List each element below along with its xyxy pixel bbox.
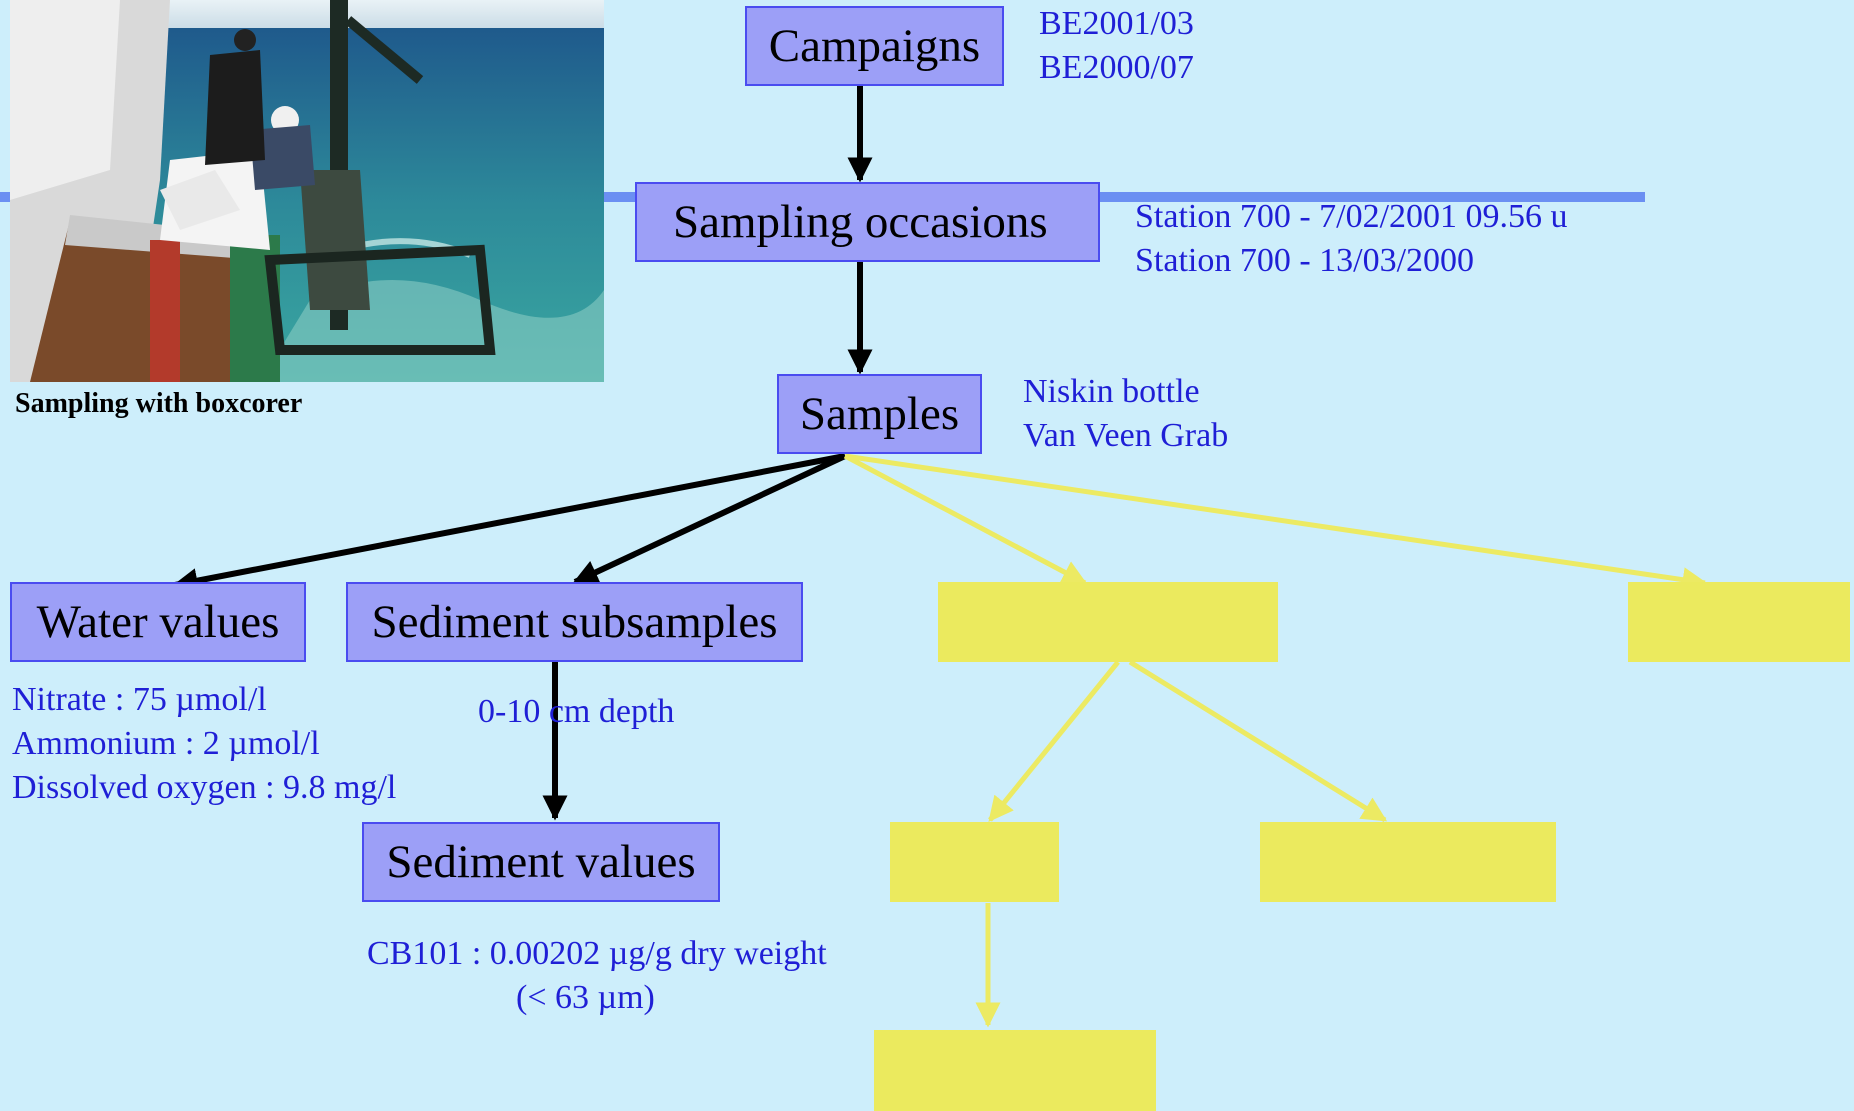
samples-notes: Niskin bottle Van Veen Grab	[1023, 370, 1228, 458]
sediment-values-notes: CB101 : 0.00202 µg/g dry weight (< 63 µm…	[367, 932, 827, 1020]
arrow-samples-to-placeholder-a	[843, 453, 1088, 586]
sediment-subsamples-box: Sediment subsamples	[346, 582, 803, 662]
sample-type-item: Niskin bottle	[1023, 373, 1200, 410]
water-value-item: Dissolved oxygen : 9.8 mg/l	[12, 769, 397, 806]
sediment-value-item: (< 63 µm)	[516, 979, 655, 1016]
subsample-depth-note: 0-10 cm depth	[478, 693, 675, 730]
campaign-item: BE2001/03	[1039, 5, 1194, 42]
sample-type-item: Van Veen Grab	[1023, 417, 1229, 454]
campaigns-notes: BE2001/03 BE2000/07	[1039, 2, 1194, 90]
placeholder-box-a	[938, 582, 1278, 662]
placeholder-box-c	[890, 822, 1059, 902]
sampling-occasions-notes: Station 700 - 7/02/2001 09.56 u Station …	[1135, 195, 1568, 283]
boxcorer-photo	[10, 0, 604, 382]
placeholder-box-e	[874, 1030, 1156, 1111]
arrow-placeholder-a-to-c	[988, 660, 1120, 822]
arrow-placeholder-a-to-d	[1128, 659, 1388, 823]
sediment-value-item: CB101 : 0.00202 µg/g dry weight	[367, 935, 827, 972]
water-values-box: Water values	[10, 582, 306, 662]
campaigns-box: Campaigns	[745, 6, 1004, 86]
arrow-samples-to-water	[172, 453, 846, 594]
placeholder-box-b	[1628, 582, 1850, 662]
campaign-item: BE2000/07	[1039, 49, 1194, 86]
occasion-item: Station 700 - 13/03/2000	[1135, 242, 1475, 279]
sediment-values-box: Sediment values	[362, 822, 720, 902]
occasion-item: Station 700 - 7/02/2001 09.56 u	[1135, 198, 1568, 235]
arrow-samples-to-subsamples	[572, 453, 847, 585]
water-value-item: Ammonium : 2 µmol/l	[12, 725, 320, 762]
photo-caption: Sampling with boxcorer	[15, 388, 303, 419]
arrow-samples-to-placeholder-b	[844, 453, 1708, 593]
water-values-notes: Nitrate : 75 µmol/l Ammonium : 2 µmol/l …	[12, 678, 396, 810]
placeholder-box-d	[1260, 822, 1556, 902]
water-value-item: Nitrate : 75 µmol/l	[12, 681, 267, 718]
samples-box: Samples	[777, 374, 982, 454]
sampling-occasions-box: Sampling occasions	[635, 182, 1100, 262]
